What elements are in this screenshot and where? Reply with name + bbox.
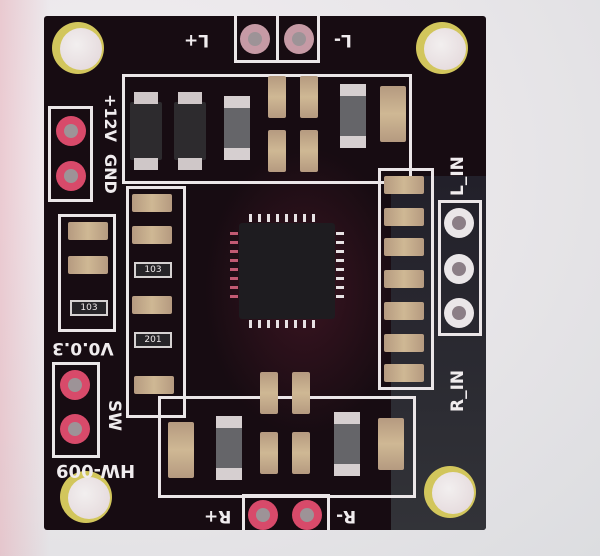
label-right-plus: R+: [204, 506, 232, 526]
label-left-minus: L-: [334, 30, 352, 50]
capacitor-far-left-2: [68, 256, 108, 274]
right-output-header-outline: [242, 494, 330, 530]
capacitor-left-1: [132, 194, 172, 212]
inductor-3: [216, 416, 242, 480]
inductor-2: [340, 84, 366, 148]
resistor-103-b: 103: [70, 300, 108, 316]
resistor-103-a: 103: [134, 262, 172, 278]
label-switch: SW: [104, 400, 124, 431]
capacitor-top-4: [300, 130, 318, 172]
mounting-hole-bottom-left: [60, 471, 112, 523]
capacitor-right-6: [384, 334, 424, 352]
capacitor-bottom-6: [378, 418, 404, 470]
mounting-hole-top-right: [416, 22, 468, 74]
label-12v: +12V: [101, 94, 120, 143]
capacitor-right-3: [384, 238, 424, 256]
amplifier-ic: [239, 223, 335, 319]
pcb-board: L+ L- +12V GND 103 201 103 V0.0.3 SW HW-…: [44, 16, 486, 530]
far-left-outline: [58, 214, 116, 332]
capacitor-bottom-3: [292, 372, 310, 414]
pad-ground-in: [444, 254, 474, 284]
capacitor-bottom-5: [292, 432, 310, 474]
pad-left-in: [444, 208, 474, 238]
power-header-outline: [48, 106, 93, 202]
inductor-4: [334, 412, 360, 476]
capacitor-right-2: [384, 208, 424, 226]
capacitor-right-4: [384, 270, 424, 288]
input-header-outline: [438, 200, 482, 336]
capacitor-bottom-1: [168, 422, 194, 478]
pad-left-minus: [284, 24, 314, 54]
label-left-plus: L+: [184, 30, 210, 50]
capacitor-far-left-1: [68, 222, 108, 240]
capacitor-top-3: [268, 130, 286, 172]
mounting-hole-bottom-right: [424, 466, 476, 518]
mounting-hole-top-left: [52, 22, 104, 74]
capacitor-left-4: [134, 376, 174, 394]
capacitor-top-1: [268, 76, 286, 118]
pad-right-minus: [292, 500, 322, 530]
label-left-in: L_IN: [448, 156, 468, 196]
capacitor-right-7: [384, 364, 424, 382]
diode-2: [174, 92, 206, 170]
background-tint: [0, 0, 50, 556]
capacitor-top-2: [300, 76, 318, 118]
pad-switch-1: [60, 370, 90, 400]
capacitor-bottom-2: [260, 372, 278, 414]
capacitor-left-2: [132, 226, 172, 244]
diode-1: [130, 92, 162, 170]
resistor-201: 201: [134, 332, 172, 348]
inductor-1: [224, 96, 250, 160]
switch-header-outline: [52, 362, 100, 458]
label-model: HW-009: [56, 460, 136, 481]
capacitor-left-3: [132, 296, 172, 314]
pad-power-gnd: [56, 161, 86, 191]
pad-switch-2: [60, 414, 90, 444]
capacitor-bottom-4: [260, 432, 278, 474]
pad-right-plus: [248, 500, 278, 530]
top-component-outline: [122, 74, 412, 184]
label-right-minus: R-: [336, 506, 357, 526]
capacitor-right-1: [384, 176, 424, 194]
pad-right-in: [444, 298, 474, 328]
right-column-outline: [378, 168, 434, 390]
capacitor-right-5: [384, 302, 424, 320]
capacitor-top-5: [380, 86, 406, 142]
label-right-in: R_IN: [448, 369, 468, 412]
pad-left-plus: [240, 24, 270, 54]
label-gnd: GND: [101, 154, 120, 194]
silk-divider: [276, 16, 279, 63]
label-version: V0.0.3: [52, 338, 114, 358]
pad-power-plus: [56, 116, 86, 146]
left-column-outline: [126, 186, 186, 418]
